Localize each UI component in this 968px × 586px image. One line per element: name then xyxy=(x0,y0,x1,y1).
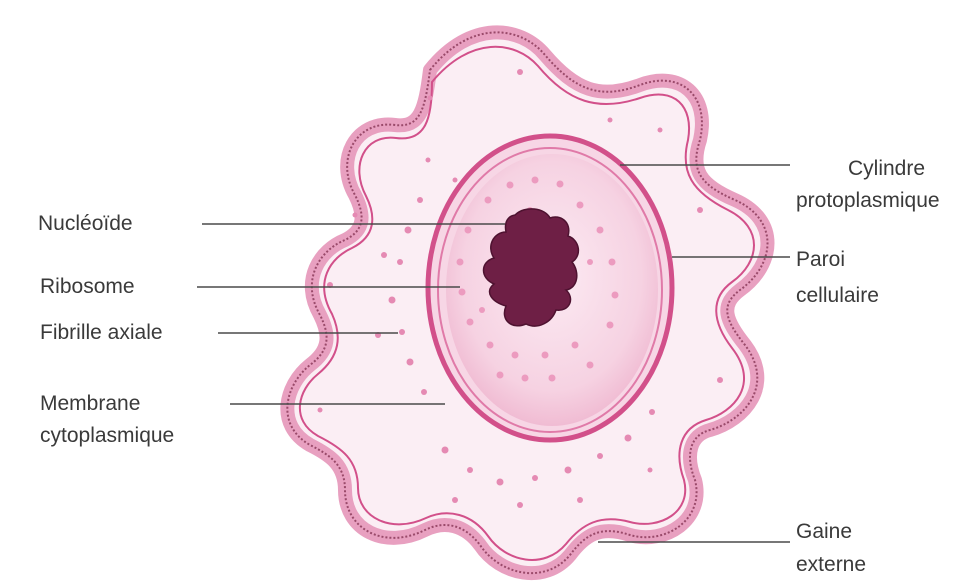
label-gaine-line2: externe xyxy=(796,551,866,579)
label-paroi-line1: Paroi xyxy=(796,246,845,274)
label-paroi-line2: cellulaire xyxy=(796,282,879,310)
label-gaine-line1: Gaine xyxy=(796,518,852,546)
label-membrane-line1: Membrane xyxy=(40,390,140,418)
label-nucleoide: Nucléoïde xyxy=(38,210,133,238)
label-fibrille-axiale: Fibrille axiale xyxy=(40,319,163,347)
label-ribosome: Ribosome xyxy=(40,273,135,301)
label-cylindre-line2: protoplasmique xyxy=(796,187,940,215)
label-cylindre-line1: Cylindre xyxy=(848,155,925,183)
label-membrane-line2: cytoplasmique xyxy=(40,422,174,450)
